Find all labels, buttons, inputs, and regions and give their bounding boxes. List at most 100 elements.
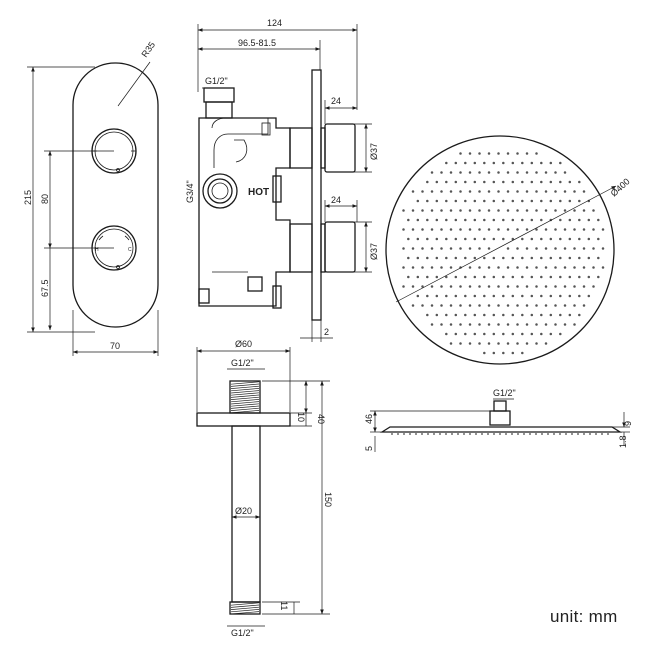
nozzle-dot	[559, 161, 562, 165]
nozzle-dot	[497, 228, 500, 231]
thread-line	[230, 394, 260, 398]
profile-nozzle-dot	[427, 433, 429, 435]
nozzle-dot	[459, 171, 462, 174]
nozzle-dot	[573, 266, 576, 269]
nozzle-dot	[402, 209, 405, 212]
nozzle-dot	[440, 266, 443, 269]
nozzle-dot	[511, 237, 515, 241]
unit-label: unit: mm	[550, 607, 618, 626]
nozzle-dot	[440, 171, 443, 174]
nozzle-dot	[487, 342, 491, 345]
nozzle-dot	[492, 237, 496, 241]
cap-dia-top-label: Ø37	[369, 143, 379, 160]
nozzle-dot	[483, 161, 486, 165]
nozzle-dot	[530, 294, 534, 298]
nozzle-dot	[430, 209, 434, 212]
thread-line	[230, 407, 260, 411]
nozzle-dot	[411, 304, 415, 307]
nozzle-dot	[416, 199, 420, 203]
profile-nozzle-dot	[487, 433, 489, 435]
thread-line	[230, 390, 260, 394]
flange	[196, 412, 291, 427]
nozzle-dot	[468, 266, 472, 269]
nozzle-dot	[487, 266, 491, 269]
nozzle-dot	[502, 256, 505, 260]
nozzle-dot	[445, 294, 448, 298]
nozzle-dot	[559, 199, 562, 203]
nozzle-dot	[549, 237, 553, 241]
nozzle-dot	[506, 342, 510, 345]
nozzle-dot	[421, 190, 424, 193]
nozzle-dot	[468, 152, 472, 155]
nozzle-dot	[582, 190, 586, 193]
nozzle-dot	[544, 247, 548, 250]
height-215-label: 215	[23, 190, 33, 205]
nozzle-dot	[521, 275, 524, 279]
nozzle-dot	[407, 218, 410, 222]
thread-top-label: G1/2"	[231, 358, 254, 368]
nozzle-dot	[497, 285, 500, 288]
nozzle-dot	[445, 180, 448, 184]
cap-len-top-label: 24	[331, 96, 341, 106]
nozzle-dot	[587, 237, 591, 241]
profile-nozzle-dot	[607, 433, 609, 435]
nozzle-dot	[421, 247, 424, 250]
nozzle-dot	[459, 323, 462, 326]
nozzle-dot	[473, 294, 477, 298]
nozzle-dot	[578, 313, 581, 317]
nozzle-dot	[578, 199, 581, 203]
nozzle-dot	[544, 266, 548, 269]
nozzle-dot	[573, 304, 576, 307]
nozzle-dot	[563, 285, 567, 288]
nozzle-dot	[568, 199, 572, 203]
nozzle-dot	[597, 275, 600, 279]
nozzle-dot	[525, 228, 529, 231]
nozzle-dot	[516, 209, 519, 212]
nozzle-dot	[473, 218, 477, 222]
nozzle-dot	[592, 209, 595, 212]
profile-nozzle-dot	[547, 433, 549, 435]
nozzle-dot	[407, 275, 410, 279]
profile-nozzle-dot	[565, 433, 567, 435]
profile-nozzle-dot	[415, 433, 417, 435]
nozzle-dot	[426, 294, 429, 298]
nozzle-dot	[530, 161, 534, 165]
nozzle-dot	[468, 247, 472, 250]
nozzle-dot	[464, 237, 467, 241]
nozzle-dot	[459, 247, 462, 250]
nozzle-dot	[497, 152, 500, 155]
nozzle-dot	[582, 304, 586, 307]
nozzle-dot	[506, 228, 510, 231]
nozzle-dot	[411, 209, 415, 212]
nozzle-dot	[416, 256, 420, 260]
nozzle-dot	[445, 275, 448, 279]
nozzle-dot	[592, 266, 595, 269]
profile-nozzle-dot	[505, 433, 507, 435]
nozzle-dot	[468, 228, 472, 231]
nozzle-dot	[416, 218, 420, 222]
nozzle-dot	[468, 285, 472, 288]
nozzle-dot	[535, 228, 538, 231]
profile-nozzle-dot	[397, 433, 399, 435]
nozzle-dot	[416, 275, 420, 279]
nozzle-dot	[478, 285, 481, 288]
nozzle-dot	[587, 294, 591, 298]
profile-plate	[379, 426, 623, 433]
nozzle-dot	[568, 180, 572, 184]
nozzle-dot	[554, 228, 557, 231]
nozzle-dot	[587, 218, 591, 222]
hot-label: HOT	[248, 187, 269, 198]
nozzle-dot	[525, 152, 529, 155]
spacing-80-label: 80	[40, 194, 50, 204]
nozzle-dot	[430, 190, 434, 193]
nozzle-dot	[497, 209, 500, 212]
nozzle-dot	[525, 266, 529, 269]
nozzle-dot	[530, 199, 534, 203]
nozzle-dot	[430, 285, 434, 288]
thread-line	[230, 385, 260, 389]
nozzle-dot	[440, 228, 443, 231]
nozzle-dot	[535, 285, 538, 288]
nozzle-dot	[449, 247, 453, 250]
nozzle-dot	[487, 171, 491, 174]
nozzle-dot	[540, 332, 543, 336]
